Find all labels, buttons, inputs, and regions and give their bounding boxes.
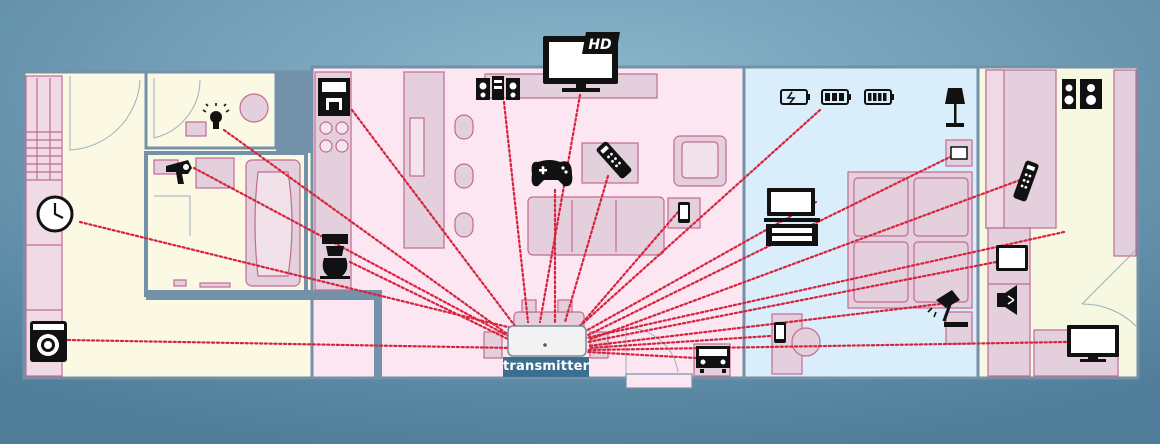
signal-line xyxy=(586,350,698,360)
phone-dock-icon xyxy=(774,322,786,343)
signal-line xyxy=(586,178,1022,342)
stove-burners xyxy=(319,121,349,153)
signal-line xyxy=(66,338,514,350)
bar-stool xyxy=(454,212,474,238)
nightstand xyxy=(945,311,973,345)
sofa xyxy=(527,196,665,256)
signal-line xyxy=(586,334,772,350)
tv-stand-icon xyxy=(764,188,820,246)
wall-strip xyxy=(146,290,382,300)
study-shelf xyxy=(1113,69,1137,257)
shoe-rack xyxy=(26,131,62,173)
signal-line xyxy=(586,340,1068,352)
remote-icon xyxy=(1013,160,1039,202)
remote-icon xyxy=(596,141,632,179)
door-threshold xyxy=(625,373,693,389)
light-bulb-icon xyxy=(202,103,230,129)
coffee-machine-icon xyxy=(318,78,350,116)
washing-machine-icon xyxy=(30,321,67,362)
door-arc xyxy=(153,78,201,139)
signal-line xyxy=(538,93,582,324)
speaker-icon xyxy=(1062,79,1102,109)
coffee-maker-icon xyxy=(320,234,350,279)
switch-icon xyxy=(950,146,968,160)
bed-panel xyxy=(853,177,909,237)
bed-panel xyxy=(913,241,969,303)
bed-panel xyxy=(913,177,969,237)
device-icons: HD xyxy=(30,32,1119,373)
desk-lamp-icon xyxy=(927,290,968,327)
hair-dryer-icon xyxy=(166,160,192,184)
battery-icon xyxy=(780,89,894,105)
tv-icon xyxy=(1067,325,1119,362)
door-arc xyxy=(1081,249,1137,305)
floor-lamp-icon xyxy=(945,88,965,127)
signal-line xyxy=(584,230,1066,340)
phone-icon xyxy=(678,202,690,223)
transmitter-label: transmitter xyxy=(503,357,589,377)
bathtub-inner xyxy=(254,171,293,277)
hd-tv-icon: HD xyxy=(543,32,620,92)
signal-line xyxy=(192,166,514,340)
round-stool xyxy=(791,327,821,357)
bar-stool xyxy=(454,163,474,189)
signal-line xyxy=(563,174,610,324)
door-arc xyxy=(1081,303,1137,327)
transmitter-body xyxy=(507,325,587,357)
bar-stool xyxy=(454,114,474,140)
dining-chair xyxy=(521,299,537,313)
loudspeaker-icon xyxy=(997,285,1017,315)
transmitter xyxy=(507,325,587,357)
signal-line xyxy=(78,220,522,332)
kitchen-sink xyxy=(409,117,425,177)
signal-line xyxy=(586,260,998,344)
wall-block xyxy=(276,72,312,153)
armchair-seat xyxy=(681,141,719,179)
bathroom-item xyxy=(199,282,231,288)
signal-line xyxy=(502,100,530,324)
bathroom-item xyxy=(173,279,187,287)
dining-chair xyxy=(483,331,503,359)
signal-line xyxy=(586,302,942,348)
sofa-back xyxy=(985,69,1005,229)
signal-line xyxy=(348,260,512,342)
home-theater-icon xyxy=(696,346,730,373)
transmitter-led xyxy=(543,343,547,347)
tablet-icon xyxy=(996,245,1028,271)
signal-line xyxy=(350,108,517,328)
toilet-basin xyxy=(185,121,207,137)
signal-line xyxy=(578,108,822,328)
signal-line xyxy=(222,128,512,338)
toilet-bowl xyxy=(239,93,269,123)
door-arc xyxy=(69,76,141,151)
signal-line xyxy=(576,210,680,330)
stereo-icon xyxy=(476,76,520,100)
clock-icon xyxy=(36,195,74,233)
wall-strip-vertical xyxy=(374,296,382,378)
signal-line xyxy=(582,200,818,334)
gamepad-icon xyxy=(531,160,573,187)
hd-badge-label: HD xyxy=(588,37,611,53)
door-arc xyxy=(154,195,191,236)
